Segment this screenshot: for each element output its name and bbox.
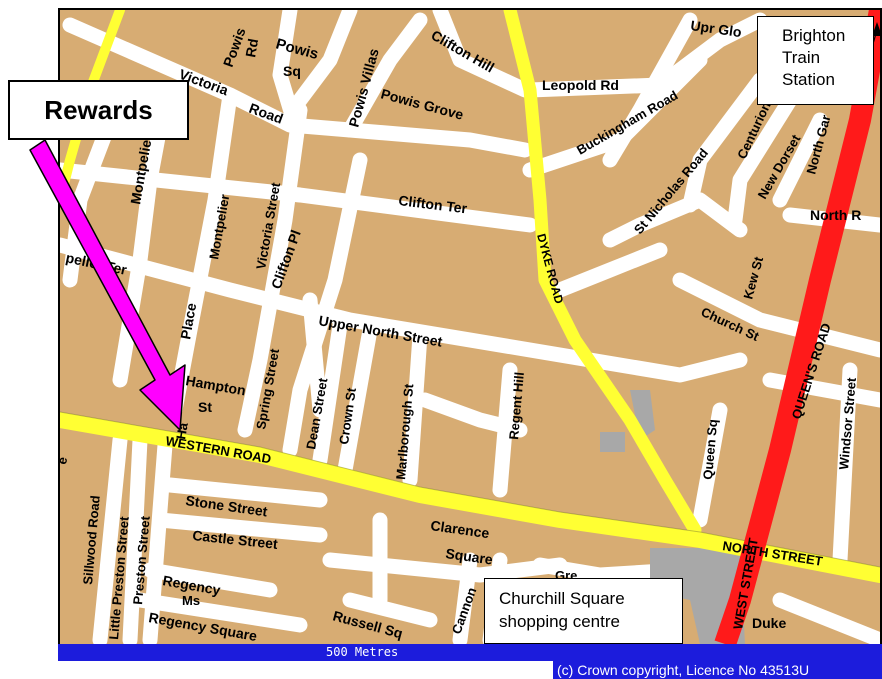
churchill-callout: Churchill Square shopping centre [484, 578, 683, 644]
churchill-label-line1: Churchill Square [499, 589, 625, 608]
label-upr-glo: Upr Glo [690, 17, 743, 40]
scale-label: 500 Metres [326, 645, 399, 659]
station-label-line1: Brighton [782, 26, 846, 45]
label-regent-hill: Regent Hill [506, 371, 527, 440]
station-label-line3: Station [782, 70, 835, 89]
churchill-label-line2: shopping centre [499, 612, 620, 631]
label-powis-sq2: Sq [283, 63, 301, 79]
copyright-notice: (c) Crown copyright, Licence No 43513U [553, 661, 882, 679]
label-hampton-st: St [198, 399, 212, 415]
minor-streets [60, 10, 880, 644]
rewards-callout: Rewards [8, 80, 189, 140]
station-label-line2: Train [782, 48, 821, 67]
paved-areas [600, 390, 745, 644]
label-powis-rd2: Rd [242, 37, 261, 58]
label-ms: Ms [182, 593, 200, 608]
label-north-r: North R [810, 207, 861, 223]
label-e: e [54, 456, 70, 466]
station-callout: Brighton Train Station [757, 16, 874, 105]
rewards-arrow [29, 139, 186, 431]
label-place: Place [177, 302, 199, 341]
label-queen-sq: Queen Sq [700, 418, 720, 480]
label-square: Square [445, 545, 494, 567]
rewards-label: Rewards [44, 94, 153, 125]
scale-bar: 500 Metres [58, 644, 882, 661]
label-leopold-rd: Leopold Rd [542, 77, 619, 93]
label-duke: Duke [752, 615, 786, 631]
